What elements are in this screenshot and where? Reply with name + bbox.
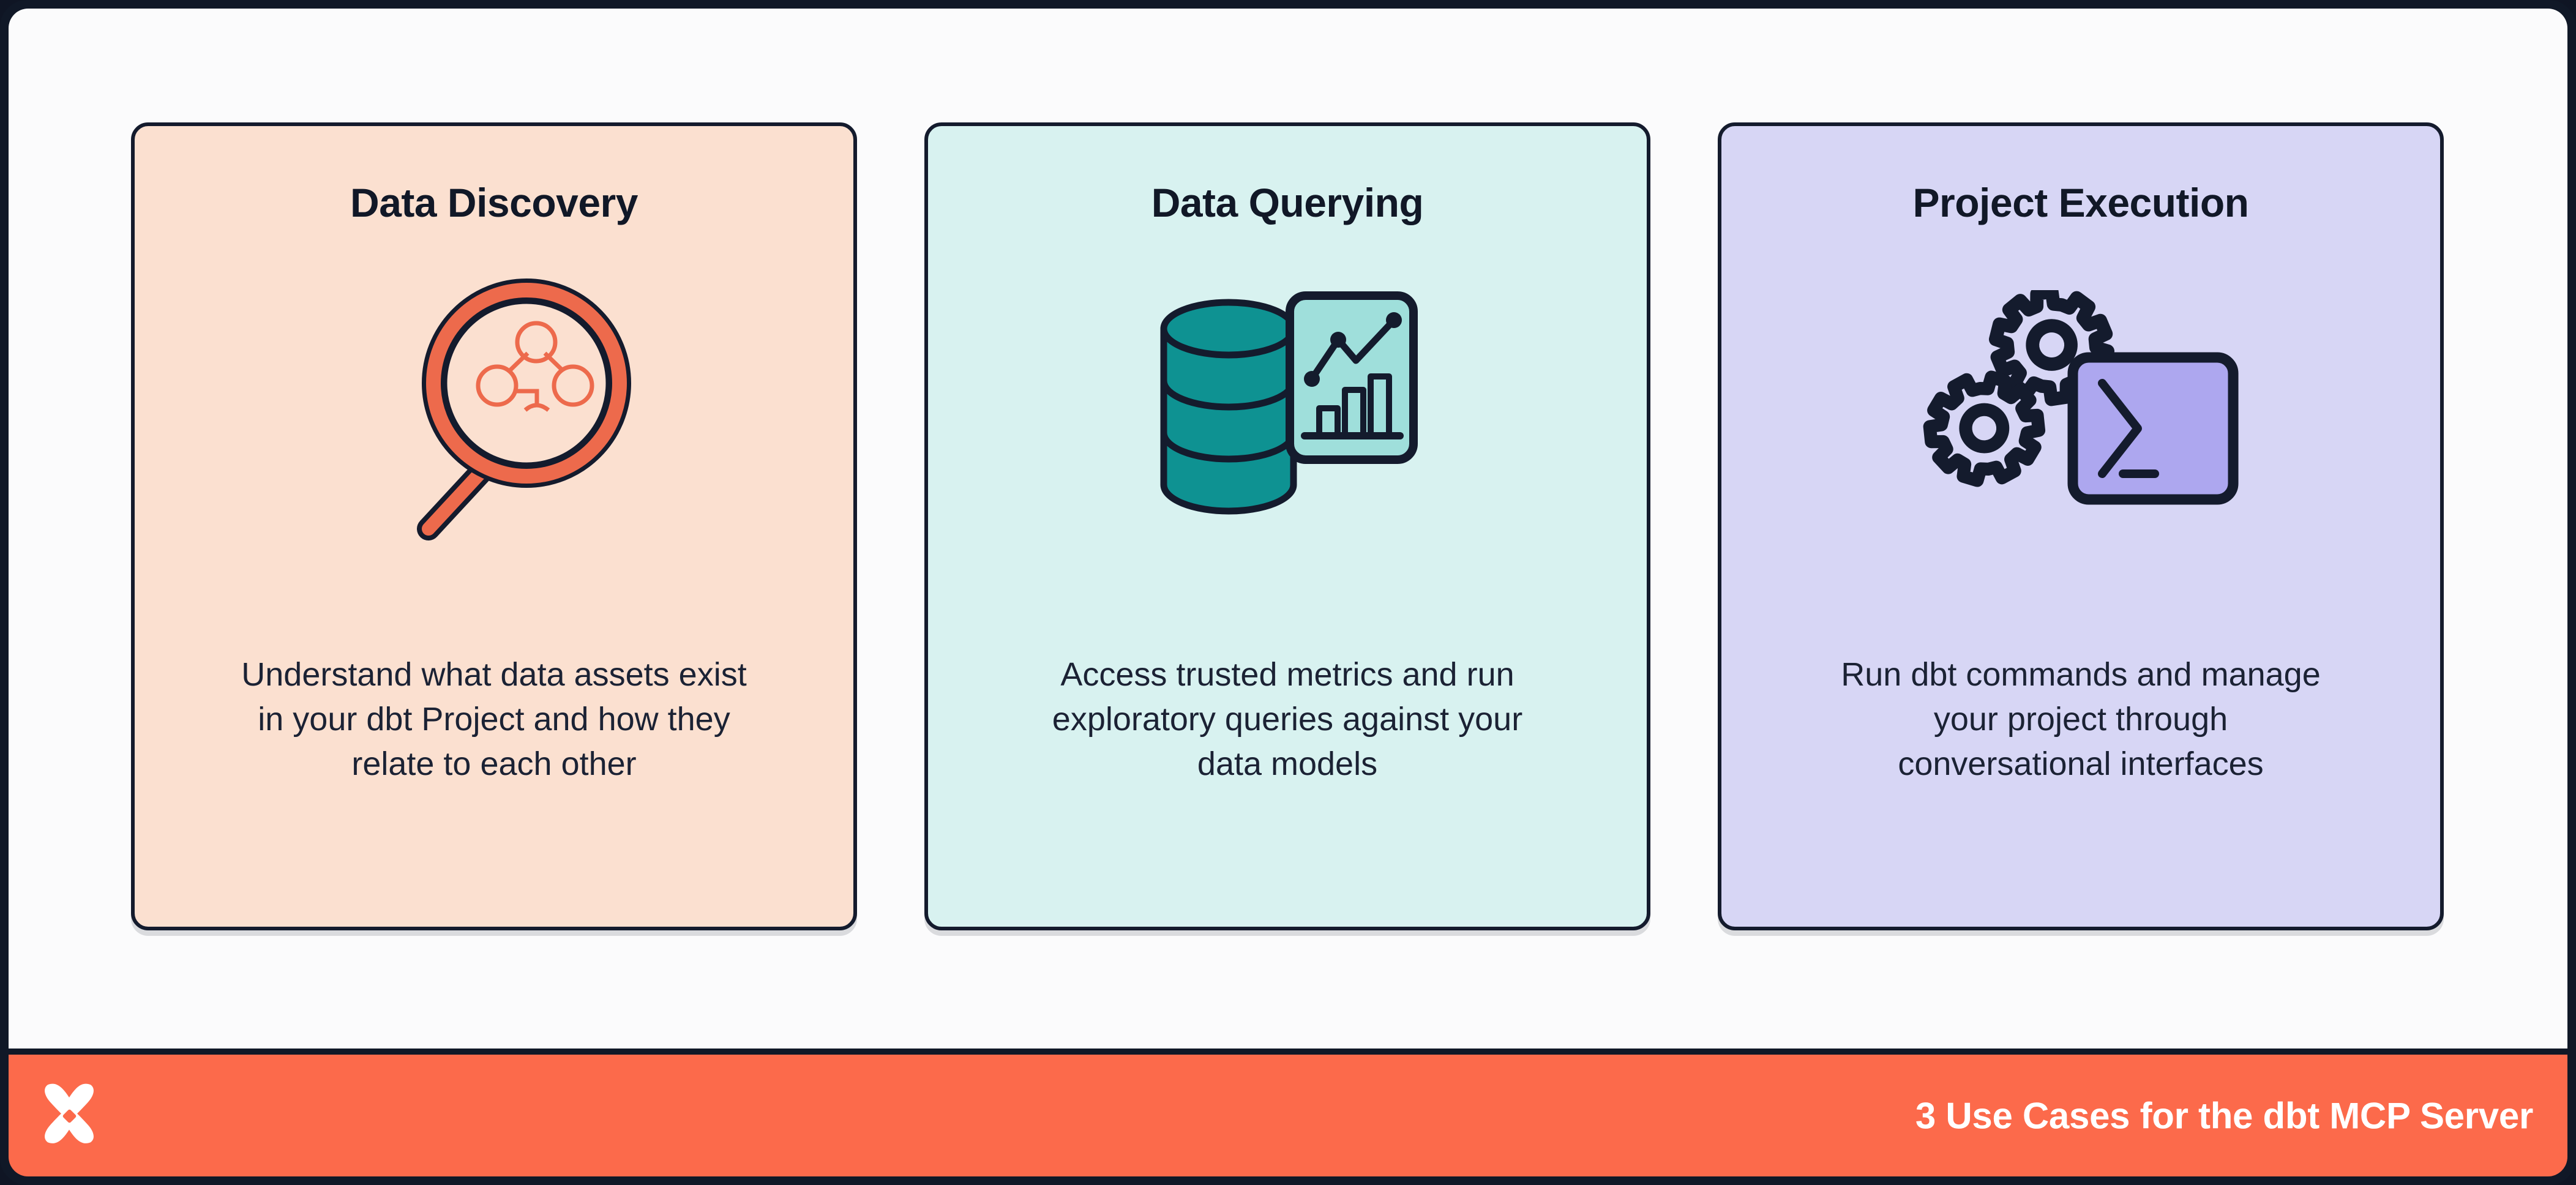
magnifier-lineage-icon xyxy=(350,253,638,572)
card-title: Data Querying xyxy=(1151,180,1424,225)
card-title: Project Execution xyxy=(1912,180,2250,225)
card-project-execution[interactable]: Project Execution xyxy=(1718,122,2444,930)
footer-bar: 3 Use Cases for the dbt MCP Server xyxy=(9,1055,2567,1176)
cards-row: Data Discovery xyxy=(9,9,2567,1049)
dbt-logo xyxy=(36,1082,103,1149)
card-data-discovery[interactable]: Data Discovery xyxy=(131,122,857,930)
gears-terminal-icon xyxy=(1919,253,2243,572)
card-data-querying[interactable]: Data Querying xyxy=(924,122,1650,930)
card-body: Run dbt commands and manage your project… xyxy=(1841,656,2321,782)
card-body: Understand what data assets exist in you… xyxy=(241,656,747,782)
content-stage: Data Discovery xyxy=(9,9,2567,1049)
footer-caption: 3 Use Cases for the dbt MCP Server xyxy=(1915,1095,2533,1136)
card-body: Access trusted metrics and run explorato… xyxy=(1052,656,1523,782)
card-title: Data Discovery xyxy=(350,180,638,225)
database-chart-icon xyxy=(1140,253,1434,572)
